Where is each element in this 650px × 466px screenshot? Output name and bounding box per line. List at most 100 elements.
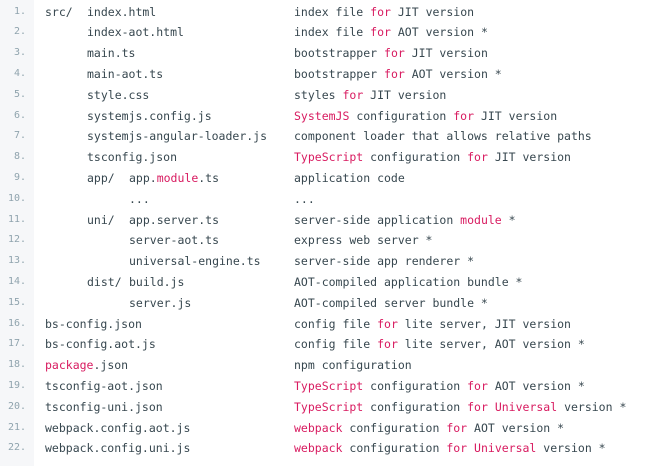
code-text: index file: [294, 25, 371, 40]
file-description: express web server *: [294, 230, 432, 251]
code-text: npm configuration: [294, 358, 412, 373]
file-name: bs-config.json: [45, 314, 142, 335]
code-text: [488, 400, 495, 414]
file-description: server-side application module *: [294, 210, 516, 231]
code-text: build.js: [129, 274, 185, 289]
line-number: 4.: [13, 67, 26, 79]
file-description: npm configuration: [294, 355, 412, 376]
file-description: ...: [294, 189, 315, 210]
code-text: application code: [294, 170, 405, 185]
file-description: component loader that allows relative pa…: [294, 126, 592, 147]
code-text: index file: [294, 4, 371, 19]
line-number: 12.: [7, 234, 26, 246]
code-text: configuration: [349, 108, 454, 123]
line-number-gutter: [0, 0, 34, 466]
code-text: server-side application: [294, 212, 461, 227]
keyword: for: [377, 337, 398, 352]
line-number: 9.: [13, 171, 26, 183]
file-name: tsconfig-aot.json: [45, 376, 163, 397]
line-number: 2.: [13, 26, 26, 38]
keyword: TypeScript: [294, 378, 364, 393]
line-number: 14.: [7, 275, 26, 287]
code-text: universal-engine.ts: [129, 254, 261, 269]
code-text: bootstrapper: [294, 66, 385, 81]
line-number: 20.: [7, 400, 26, 412]
line-number: 3.: [13, 47, 26, 59]
keyword: module: [460, 212, 502, 227]
file-description: bootstrapper for AOT version *: [294, 64, 502, 85]
code-text: *: [501, 212, 516, 227]
code-text: style.css: [87, 87, 150, 102]
line-number: 5.: [13, 88, 26, 100]
code-text: JIT version: [474, 108, 558, 123]
code-text: configuration: [363, 399, 468, 414]
line-number: 19.: [7, 379, 26, 391]
line-number: 11.: [7, 213, 26, 225]
file-name: tsconfig-uni.json: [45, 397, 163, 418]
file-description: TypeScript configuration for JIT version: [294, 147, 571, 168]
file-description: webpack configuration for AOT version *: [294, 418, 564, 439]
code-text: bs-config.json: [45, 316, 142, 331]
line-number: 8.: [13, 151, 26, 163]
code-text: config file: [294, 316, 378, 331]
file-description: index file for AOT version *: [294, 22, 488, 43]
code-line: 8. tsconfig.json TypeScript configuration …: [0, 147, 650, 168]
code-text: config file: [294, 337, 378, 352]
code-text: tsconfig-uni.json: [45, 399, 163, 414]
code-text: version *: [536, 441, 606, 456]
file-name: server-aot.ts: [129, 230, 219, 251]
code-text: JIT version: [487, 150, 571, 165]
code-text: bs-config.aot.js: [45, 337, 156, 352]
code-text: AOT version *: [487, 378, 585, 393]
file-description: application code: [294, 168, 405, 189]
line-number: 6.: [13, 109, 26, 121]
keyword: for: [446, 420, 468, 435]
line-number: 16.: [7, 317, 26, 329]
code-text: AOT version *: [467, 420, 565, 435]
file-name: ...: [129, 189, 150, 210]
code-text: index.html: [87, 4, 157, 19]
keyword: for: [384, 66, 405, 81]
file-name: webpack.config.uni.js: [45, 438, 190, 459]
line-number: 22.: [7, 442, 26, 454]
code-text: express web server *: [294, 233, 433, 248]
file-name: systemjs.config.js: [87, 106, 212, 127]
keyword: Universal: [494, 399, 558, 414]
file-description: webpack configuration for Universal vers…: [294, 438, 606, 459]
file-description: bootstrapper for JIT version: [294, 43, 488, 64]
keyword: for: [467, 378, 488, 393]
directory-name: app/: [87, 170, 115, 185]
file-description: styles for JIT version: [294, 85, 446, 106]
code-text: main-aot.ts: [87, 66, 164, 81]
code-text: webpack.config.uni.js: [45, 441, 191, 456]
code-line: 5. style.css styles for JIT version: [0, 85, 650, 106]
file-name: systemjs-angular-loader.js: [87, 126, 267, 147]
code-line: 10.......: [0, 189, 650, 210]
keyword: for: [467, 399, 488, 414]
keyword: package: [45, 358, 94, 373]
directory-name: src/: [45, 4, 73, 19]
file-name: bs-config.aot.js: [45, 334, 156, 355]
code-text: JIT version: [404, 46, 488, 61]
code-text: tsconfig-aot.json: [45, 378, 163, 393]
code-text: .ts: [198, 170, 220, 185]
code-text: index-aot.html: [87, 25, 184, 40]
file-description: server-side app renderer *: [294, 251, 474, 272]
code-text: bootstrapper: [294, 46, 385, 61]
directory-name: dist/: [87, 274, 122, 289]
directory-name: uni/: [87, 212, 115, 227]
file-description: config file for lite server, AOT version…: [294, 334, 585, 355]
code-line: 12. server-aot.ts express web server *: [0, 230, 650, 251]
code-text: styles: [294, 87, 343, 102]
file-name: tsconfig.json: [87, 147, 177, 168]
